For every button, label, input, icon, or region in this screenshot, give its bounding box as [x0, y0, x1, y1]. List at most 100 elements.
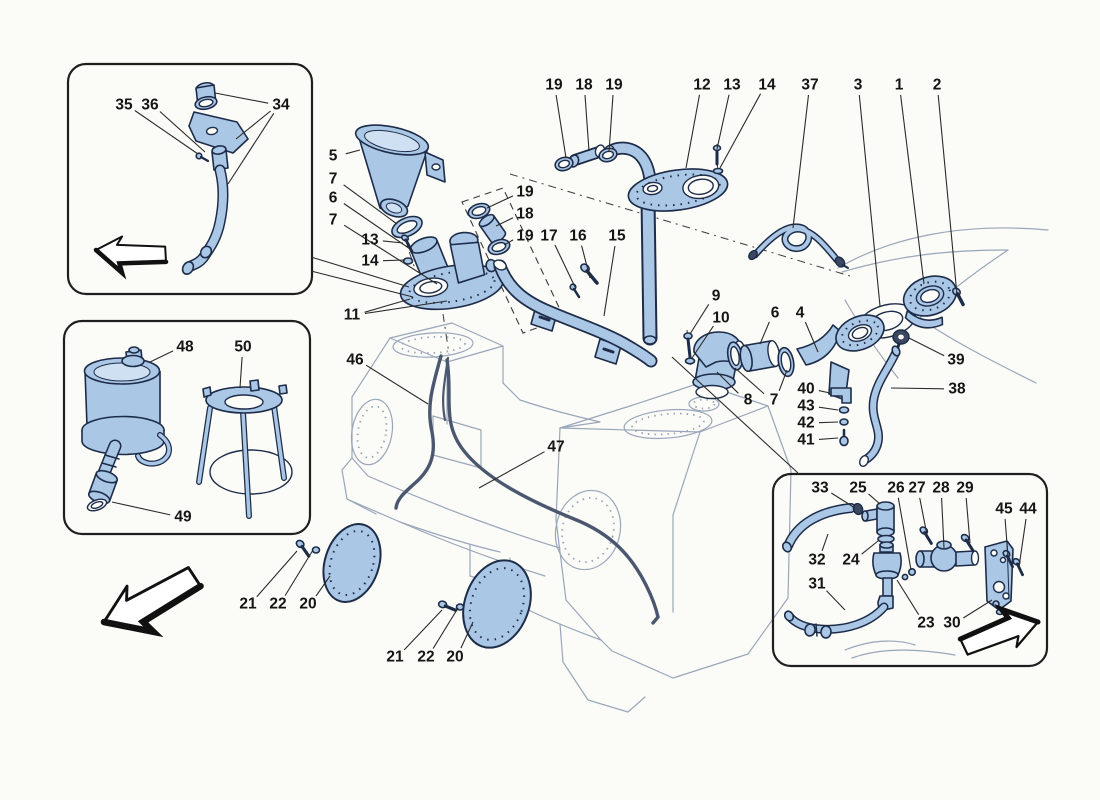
leader-line-28: [941, 497, 945, 549]
callout-49: 49: [174, 509, 192, 526]
leader-line-36: [159, 111, 206, 153]
leader-line-21: [256, 550, 298, 598]
leader-line-19: [608, 94, 614, 153]
callout-8: 8: [744, 392, 753, 409]
leader-line-34: [227, 113, 275, 185]
callout-17: 17: [540, 228, 557, 245]
leader-line-50: [239, 356, 243, 389]
breather-pipe-15: [493, 259, 658, 368]
leader-line-20: [315, 575, 331, 597]
callout-26: 26: [887, 480, 905, 497]
callout-7: 7: [329, 212, 338, 229]
leader-line-7: [778, 369, 788, 391]
washer-43: [838, 406, 850, 414]
leader-line-38: [890, 387, 945, 390]
filler-funnel-assembly: [354, 124, 505, 311]
inset-vapor-valve-detail: [771, 472, 1049, 668]
leader-line-41: [818, 437, 839, 440]
callout-25: 25: [849, 480, 867, 497]
clamp-19a: [554, 156, 574, 172]
tank-cover-plates: [295, 523, 532, 649]
washer-10: [684, 357, 696, 365]
leader-line-5: [345, 149, 361, 155]
leader-line-26: [897, 497, 912, 571]
callout-44: 44: [1019, 501, 1037, 518]
callout-31: 31: [808, 576, 826, 593]
leader-line-14: [382, 259, 406, 262]
callout-18: 18: [575, 77, 593, 94]
callout-41: 41: [797, 432, 815, 449]
callout-6: 6: [771, 305, 780, 322]
callout-7: 7: [770, 392, 779, 409]
leader-line-24: [861, 540, 879, 555]
clamp-19b: [598, 147, 618, 163]
callout-21: 21: [386, 649, 404, 666]
leader-line-29: [965, 497, 971, 544]
leader-line-39: [908, 337, 945, 357]
callout-40: 40: [797, 381, 814, 398]
direction-arrow-left: [93, 235, 169, 280]
callout-19: 19: [605, 77, 623, 94]
leader-line-3: [858, 94, 881, 307]
leader-line-18: [495, 217, 514, 227]
leader-line-8: [716, 371, 739, 394]
callout-1: 1: [895, 77, 904, 94]
filler-elbow-assembly: [796, 314, 910, 467]
callout-22: 22: [269, 596, 286, 613]
leader-line-27: [919, 497, 928, 536]
callout-2: 2: [933, 77, 942, 94]
callout-42: 42: [797, 415, 814, 432]
leader-line-34: [214, 92, 269, 104]
inset-filler-bracket-detail: [66, 62, 314, 296]
callout-19: 19: [545, 77, 563, 94]
leader-line-13: [716, 94, 730, 150]
leader-line-7: [734, 367, 765, 395]
callout-4: 4: [796, 305, 805, 322]
leader-line-35: [134, 110, 199, 155]
sender-cables: [394, 354, 660, 625]
hose-clamp-7a: [391, 215, 423, 239]
callout-14: 14: [361, 253, 379, 270]
callout-21: 21: [239, 596, 257, 613]
callout-45: 45: [995, 501, 1013, 518]
leader-line-32: [821, 533, 829, 551]
callout-43: 43: [797, 398, 815, 415]
washer-14a: [402, 257, 414, 265]
callout-11: 11: [344, 307, 361, 324]
ground-strap-37: [748, 223, 849, 269]
leader-line-6: [759, 321, 770, 345]
tank-flange-plate-12: [554, 141, 729, 346]
callout-35: 35: [115, 97, 133, 114]
leader-line-31: [826, 590, 846, 611]
leader-line-19: [555, 94, 567, 159]
direction-arrow-bottom-left: [100, 566, 204, 638]
callout-16: 16: [569, 228, 587, 245]
leader-line-11: [364, 298, 411, 313]
leader-line-1: [900, 94, 925, 285]
callout-6: 6: [329, 190, 338, 207]
callout-19: 19: [516, 228, 534, 245]
middle-hose-fittings: [467, 202, 511, 256]
leader-line-7: [343, 224, 438, 285]
filler-flange-11: [399, 231, 505, 311]
callout-30: 30: [943, 615, 960, 632]
leader-line-4: [804, 321, 819, 353]
leader-line-42: [818, 421, 839, 424]
callout-22: 22: [417, 649, 434, 666]
callout-19: 19: [516, 184, 534, 201]
callout-18: 18: [516, 206, 534, 223]
leader-line-22: [432, 607, 459, 649]
washer-42: [839, 418, 849, 426]
leader-line-19: [503, 239, 514, 246]
callout-32: 32: [808, 552, 825, 569]
callout-5: 5: [329, 148, 338, 165]
callout-33: 33: [811, 480, 829, 497]
leader-line-10: [691, 325, 714, 359]
callout-29: 29: [956, 480, 974, 497]
leader-line-30: [963, 599, 993, 619]
leader-line-45: [1004, 518, 1009, 558]
leader-line-37: [792, 94, 810, 229]
leader-line-16: [581, 245, 591, 279]
